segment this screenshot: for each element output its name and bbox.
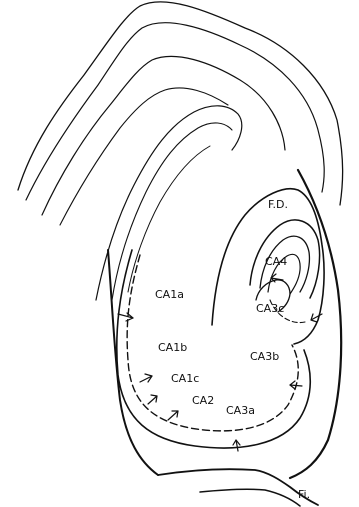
label-fd: F.D. xyxy=(268,198,288,211)
outer-boundary-line xyxy=(18,2,343,205)
label-ca3a: CA3a xyxy=(226,404,255,417)
label-fi: Fi. xyxy=(298,488,310,501)
arrow-ca3c xyxy=(311,314,322,322)
arrow-ca1b-ca1c xyxy=(140,374,152,382)
label-ca1a: CA1a xyxy=(155,288,184,301)
arrow-ca3a-ca3b xyxy=(233,440,240,451)
ventricular-surface xyxy=(158,469,318,505)
fimbria-edge xyxy=(200,489,300,506)
arrow-ca1c-ca2 xyxy=(148,395,157,404)
label-ca2: CA2 xyxy=(192,394,214,407)
label-ca3b: CA3b xyxy=(250,350,279,363)
label-ca1b: CA1b xyxy=(158,341,187,354)
label-ca3c: CA3c xyxy=(256,302,284,315)
label-ca1c: CA1c xyxy=(171,372,199,385)
arrow-ca2-ca3a xyxy=(168,411,178,420)
label-ca4: CA4 xyxy=(265,255,287,268)
inner-fold-2 xyxy=(112,123,232,300)
inner-fold-3 xyxy=(128,146,210,292)
arrow-ca1a-ca1b xyxy=(118,313,133,321)
cortex-contour-2 xyxy=(26,23,324,200)
